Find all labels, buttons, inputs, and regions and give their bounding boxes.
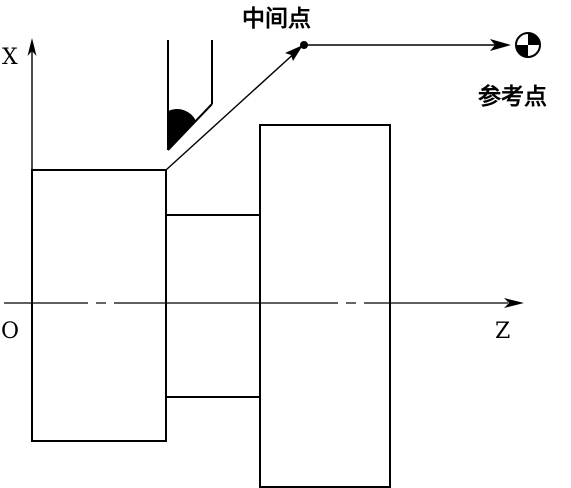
cutting-tool	[167, 40, 213, 151]
x-axis-arrowhead	[27, 38, 37, 56]
tool-tip-shading	[168, 108, 196, 150]
tool-path-approach-arrowhead	[285, 45, 303, 61]
tool-path-to-reference-arrowhead	[490, 39, 511, 51]
x-axis-label: X	[2, 45, 18, 70]
workpiece-right-section	[259, 124, 391, 488]
z-axis-arrowhead	[504, 298, 524, 308]
intermediate-point-label: 中间点	[242, 6, 311, 32]
z-axis-label: Z	[495, 319, 510, 344]
reference-point-icon	[515, 32, 541, 58]
origin-label: O	[1, 319, 19, 344]
workpiece-left-section	[31, 169, 167, 442]
tool-path-approach	[165, 49, 299, 171]
reference-point-label: 参考点	[478, 83, 547, 110]
